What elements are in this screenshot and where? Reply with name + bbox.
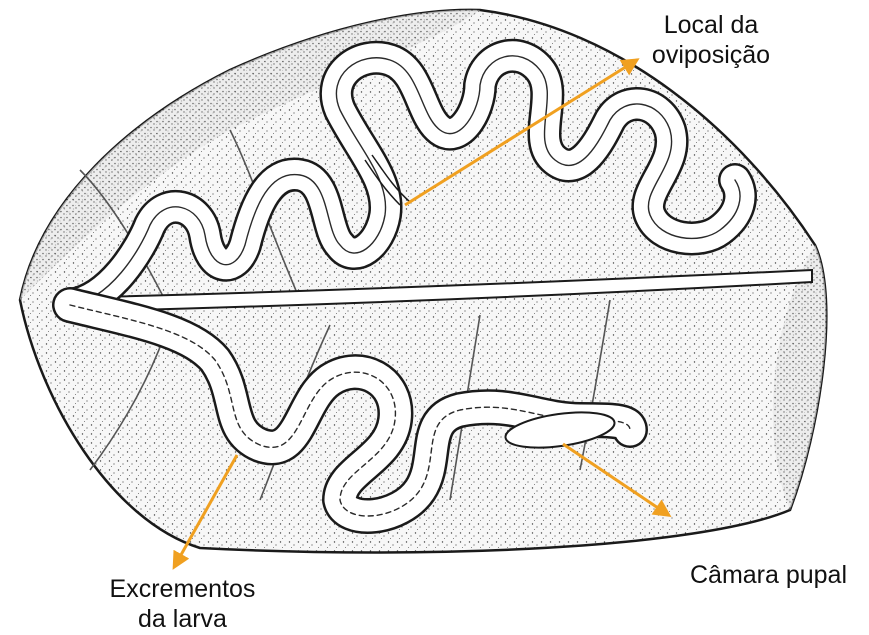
oviposition-label-line1: Local da (636, 10, 786, 40)
oviposition-label: Local da oviposição (636, 10, 786, 70)
excrement-label-line1: Excrementos (90, 574, 275, 604)
excrement-label-line2: da larva (90, 604, 275, 634)
excrement-label: Excrementos da larva (90, 574, 275, 634)
oviposition-label-line2: oviposição (636, 40, 786, 70)
pupal-chamber-label: Câmara pupal (676, 560, 861, 590)
